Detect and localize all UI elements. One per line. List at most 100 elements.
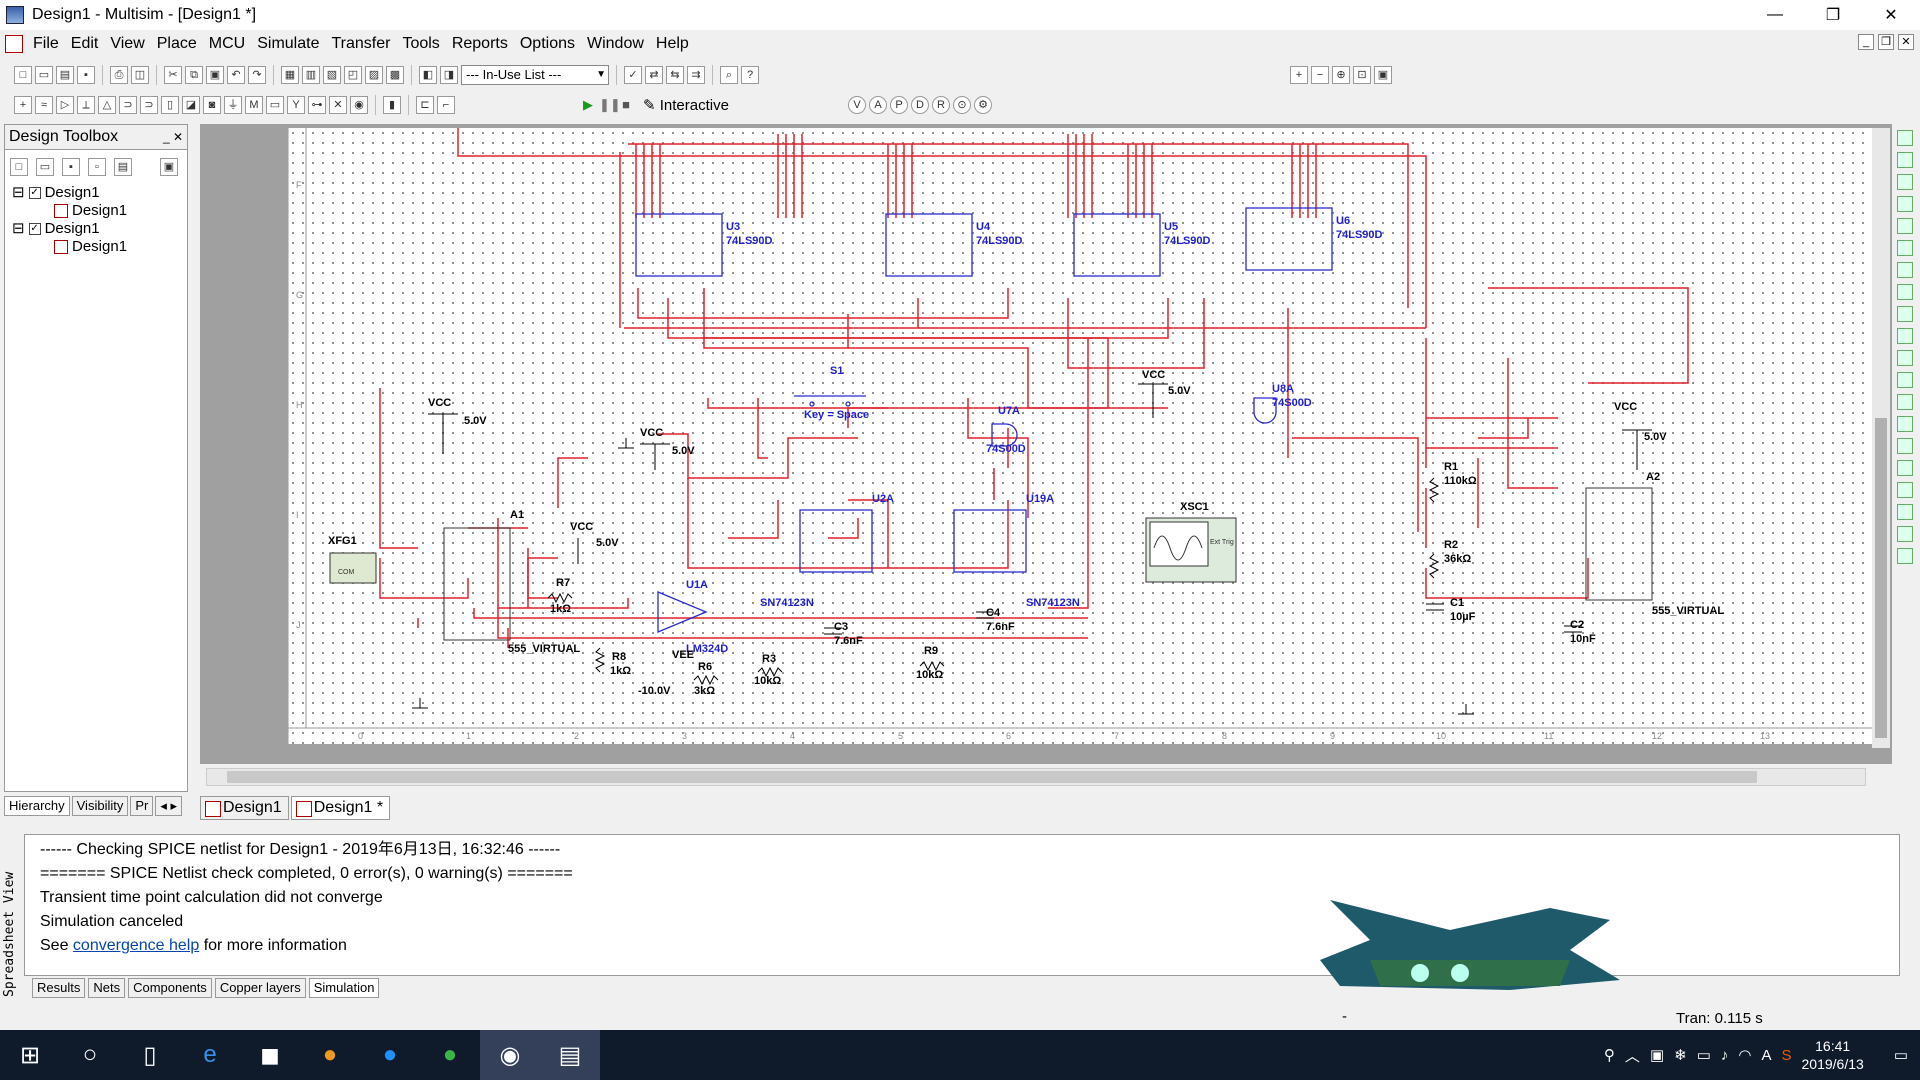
transfer-ultiboard-icon[interactable]: ⇄ xyxy=(645,66,663,84)
basic-component-icon[interactable]: ≈ xyxy=(35,96,53,114)
convergence-help-link[interactable]: convergence help xyxy=(72,937,200,954)
new-page-icon[interactable]: ▤ xyxy=(114,158,132,176)
create-component-icon[interactable]: ◧ xyxy=(419,66,437,84)
menu-view[interactable]: View xyxy=(110,35,145,52)
cmos-component-icon[interactable]: ⊃ xyxy=(140,96,158,114)
person-icon[interactable]: ⚲ xyxy=(1603,1047,1615,1064)
distortion-analyzer-icon[interactable] xyxy=(1897,372,1913,388)
toggle-toolbox-icon[interactable]: ▦ xyxy=(281,66,299,84)
run-icon[interactable]: ▶ xyxy=(583,97,593,112)
tab-components[interactable]: Components xyxy=(128,978,212,998)
agilent-multimeter-icon[interactable] xyxy=(1897,460,1913,476)
advanced-peripherals-icon[interactable]: ▭ xyxy=(266,96,284,114)
agilent-generator-icon[interactable] xyxy=(1897,438,1913,454)
indicator-component-icon[interactable]: ◙ xyxy=(203,96,221,114)
digital-probe-icon[interactable]: ⊙ xyxy=(953,96,971,114)
close-button[interactable]: ✕ xyxy=(1884,7,1898,24)
mdi-close-button[interactable]: ✕ xyxy=(1898,34,1914,50)
mixed-component-icon[interactable]: ◪ xyxy=(182,96,200,114)
new-design-icon[interactable]: □ xyxy=(10,158,28,176)
differential-probe-icon[interactable]: D xyxy=(911,96,929,114)
mdi-minimize-button[interactable]: _ xyxy=(1858,34,1874,50)
electrical-rules-icon[interactable]: ◨ xyxy=(440,66,458,84)
reference-probe-icon[interactable]: R xyxy=(932,96,950,114)
four-channel-scope-icon[interactable] xyxy=(1897,218,1913,234)
browser-icon[interactable]: ● xyxy=(382,1041,398,1068)
diode-component-icon[interactable]: ▷ xyxy=(56,96,74,114)
battery-icon[interactable]: ▭ xyxy=(1696,1047,1711,1064)
ni-component-icon[interactable]: ✕ xyxy=(329,96,347,114)
firefox-icon[interactable]: ● xyxy=(322,1041,338,1068)
grapher-icon[interactable]: ◰ xyxy=(344,66,362,84)
backannotate-icon[interactable]: ⇆ xyxy=(666,66,684,84)
volume-icon[interactable]: ♪ xyxy=(1720,1046,1729,1064)
agilent-scope-icon[interactable] xyxy=(1897,482,1913,498)
component-wizard-icon[interactable]: ▩ xyxy=(386,66,404,84)
bus-icon[interactable]: ⊏ xyxy=(416,96,434,114)
tree-item[interactable]: Design1 xyxy=(12,202,127,220)
store-icon[interactable]: ◼ xyxy=(260,1041,280,1069)
probe-settings-icon[interactable]: ⚙ xyxy=(974,96,992,114)
expand-icon[interactable]: ⊟ xyxy=(12,220,25,237)
tab-simulation[interactable]: Simulation xyxy=(308,978,380,998)
print-preview-icon[interactable]: ◫ xyxy=(131,66,149,84)
power-component-icon[interactable]: ⏚ xyxy=(224,96,242,114)
menu-file[interactable]: File xyxy=(33,35,59,52)
analysis-selector[interactable]: ✎ Interactive xyxy=(643,97,729,114)
ttl-component-icon[interactable]: ⊃ xyxy=(119,96,137,114)
chevron-up-icon[interactable]: ︿ xyxy=(1624,1047,1640,1065)
rf-component-icon[interactable]: Y xyxy=(287,96,305,114)
task-view-icon[interactable]: ▯ xyxy=(143,1041,157,1069)
tab-visibility[interactable]: Visibility xyxy=(71,796,129,816)
user-app-icon[interactable]: ◉ xyxy=(480,1030,540,1080)
mcu-component-icon[interactable]: ◉ xyxy=(350,96,368,114)
stop-icon[interactable]: ■ xyxy=(622,97,630,112)
open-icon[interactable]: ▭ xyxy=(35,66,53,84)
project-icon[interactable]: ▣ xyxy=(160,158,178,176)
open-sample-icon[interactable]: ▤ xyxy=(56,66,74,84)
bode-plotter-icon[interactable] xyxy=(1897,240,1913,256)
app-tray-icon[interactable]: ▣ xyxy=(1649,1047,1665,1064)
ime-icon[interactable]: A xyxy=(1761,1046,1772,1064)
minimize-button[interactable]: — xyxy=(1767,6,1783,23)
copy-icon[interactable]: ⧉ xyxy=(185,66,203,84)
wattmeter-icon[interactable] xyxy=(1897,174,1913,190)
sogou-icon[interactable]: S xyxy=(1781,1046,1792,1064)
tree-item[interactable]: Design1 xyxy=(12,238,127,256)
current-probe-instrument-icon[interactable] xyxy=(1897,548,1913,564)
multimeter-icon[interactable] xyxy=(1897,130,1913,146)
save-icon[interactable]: ▪ xyxy=(77,66,95,84)
hierarchical-block-icon[interactable]: ▮ xyxy=(383,96,401,114)
menu-mcu[interactable]: MCU xyxy=(208,35,246,52)
tektronix-scope-icon[interactable] xyxy=(1897,504,1913,520)
tab-project[interactable]: Pr xyxy=(130,796,154,816)
electromechanical-icon[interactable]: ⊶ xyxy=(308,96,326,114)
tab-results[interactable]: Results xyxy=(32,978,86,998)
wifi-icon[interactable]: ◠ xyxy=(1738,1047,1752,1064)
toggle-spreadsheet-icon[interactable]: ▥ xyxy=(302,66,320,84)
find-examples-icon[interactable]: ⌕ xyxy=(720,66,738,84)
voltage-probe-icon[interactable]: V xyxy=(848,96,866,114)
new-icon[interactable]: □ xyxy=(14,66,32,84)
cut-icon[interactable]: ✂ xyxy=(164,66,182,84)
clock[interactable]: 16:41 2019/6/13 xyxy=(1801,1038,1864,1072)
logic-converter-icon[interactable] xyxy=(1897,306,1913,322)
erc-icon[interactable]: ✓ xyxy=(624,66,642,84)
help-icon[interactable]: ? xyxy=(741,66,759,84)
horizontal-scrollbar[interactable] xyxy=(206,768,1866,786)
spectrum-analyzer-icon[interactable] xyxy=(1897,394,1913,410)
labview-instrument-icon[interactable] xyxy=(1897,526,1913,542)
zoom-in-icon[interactable]: + xyxy=(1290,66,1308,84)
menu-options[interactable]: Options xyxy=(519,35,575,52)
zoom-area-icon[interactable]: ⊕ xyxy=(1332,66,1350,84)
paste-icon[interactable]: ▣ xyxy=(206,66,224,84)
checkbox-icon[interactable]: ✓ xyxy=(28,187,41,199)
logic-analyzer-icon[interactable] xyxy=(1897,328,1913,344)
qihoo-browser-icon[interactable]: ● xyxy=(442,1041,458,1068)
maximize-button[interactable]: ❐ xyxy=(1825,7,1841,24)
print-icon[interactable]: ⎙ xyxy=(110,66,128,84)
multisim-taskbar-icon[interactable]: ▤ xyxy=(540,1030,600,1080)
tab-scroll-arrows[interactable]: ◂ ▸ xyxy=(155,796,183,816)
current-probe-icon[interactable]: A xyxy=(869,96,887,114)
menu-window[interactable]: Window xyxy=(586,35,644,52)
